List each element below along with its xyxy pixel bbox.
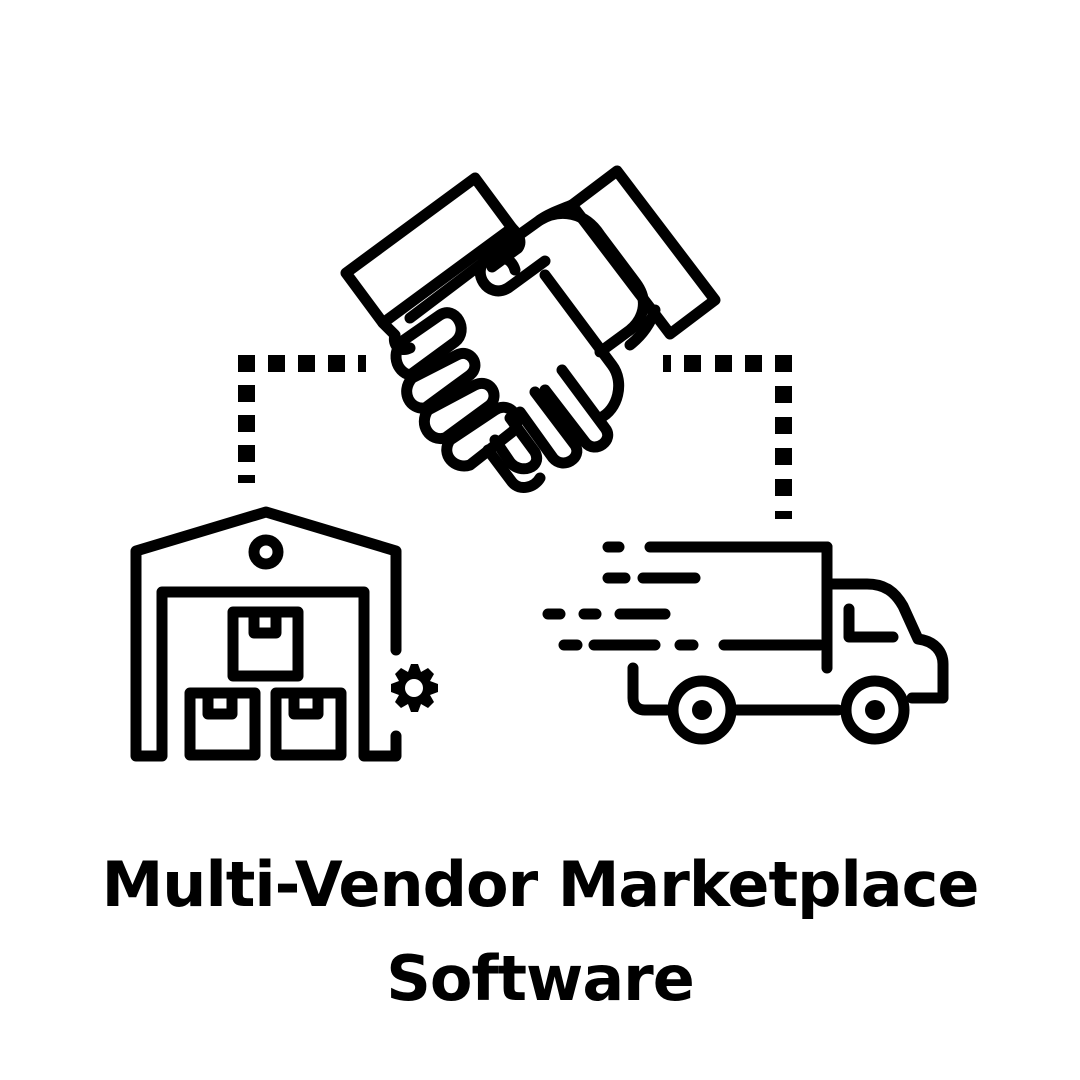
warehouse-icon (130, 506, 402, 762)
left-dotted-connector (238, 355, 366, 483)
wheel-hubs (692, 700, 885, 720)
page-title: Multi-Vendor Marketplace Software (0, 838, 1080, 1026)
delivery-truck-icon (542, 541, 949, 745)
handshake-icon (340, 165, 721, 493)
title-line-1: Multi-Vendor Marketplace (101, 848, 980, 921)
right-dotted-connector (663, 355, 792, 519)
gear-icon (391, 664, 438, 712)
title-line-2: Software (386, 942, 695, 1015)
